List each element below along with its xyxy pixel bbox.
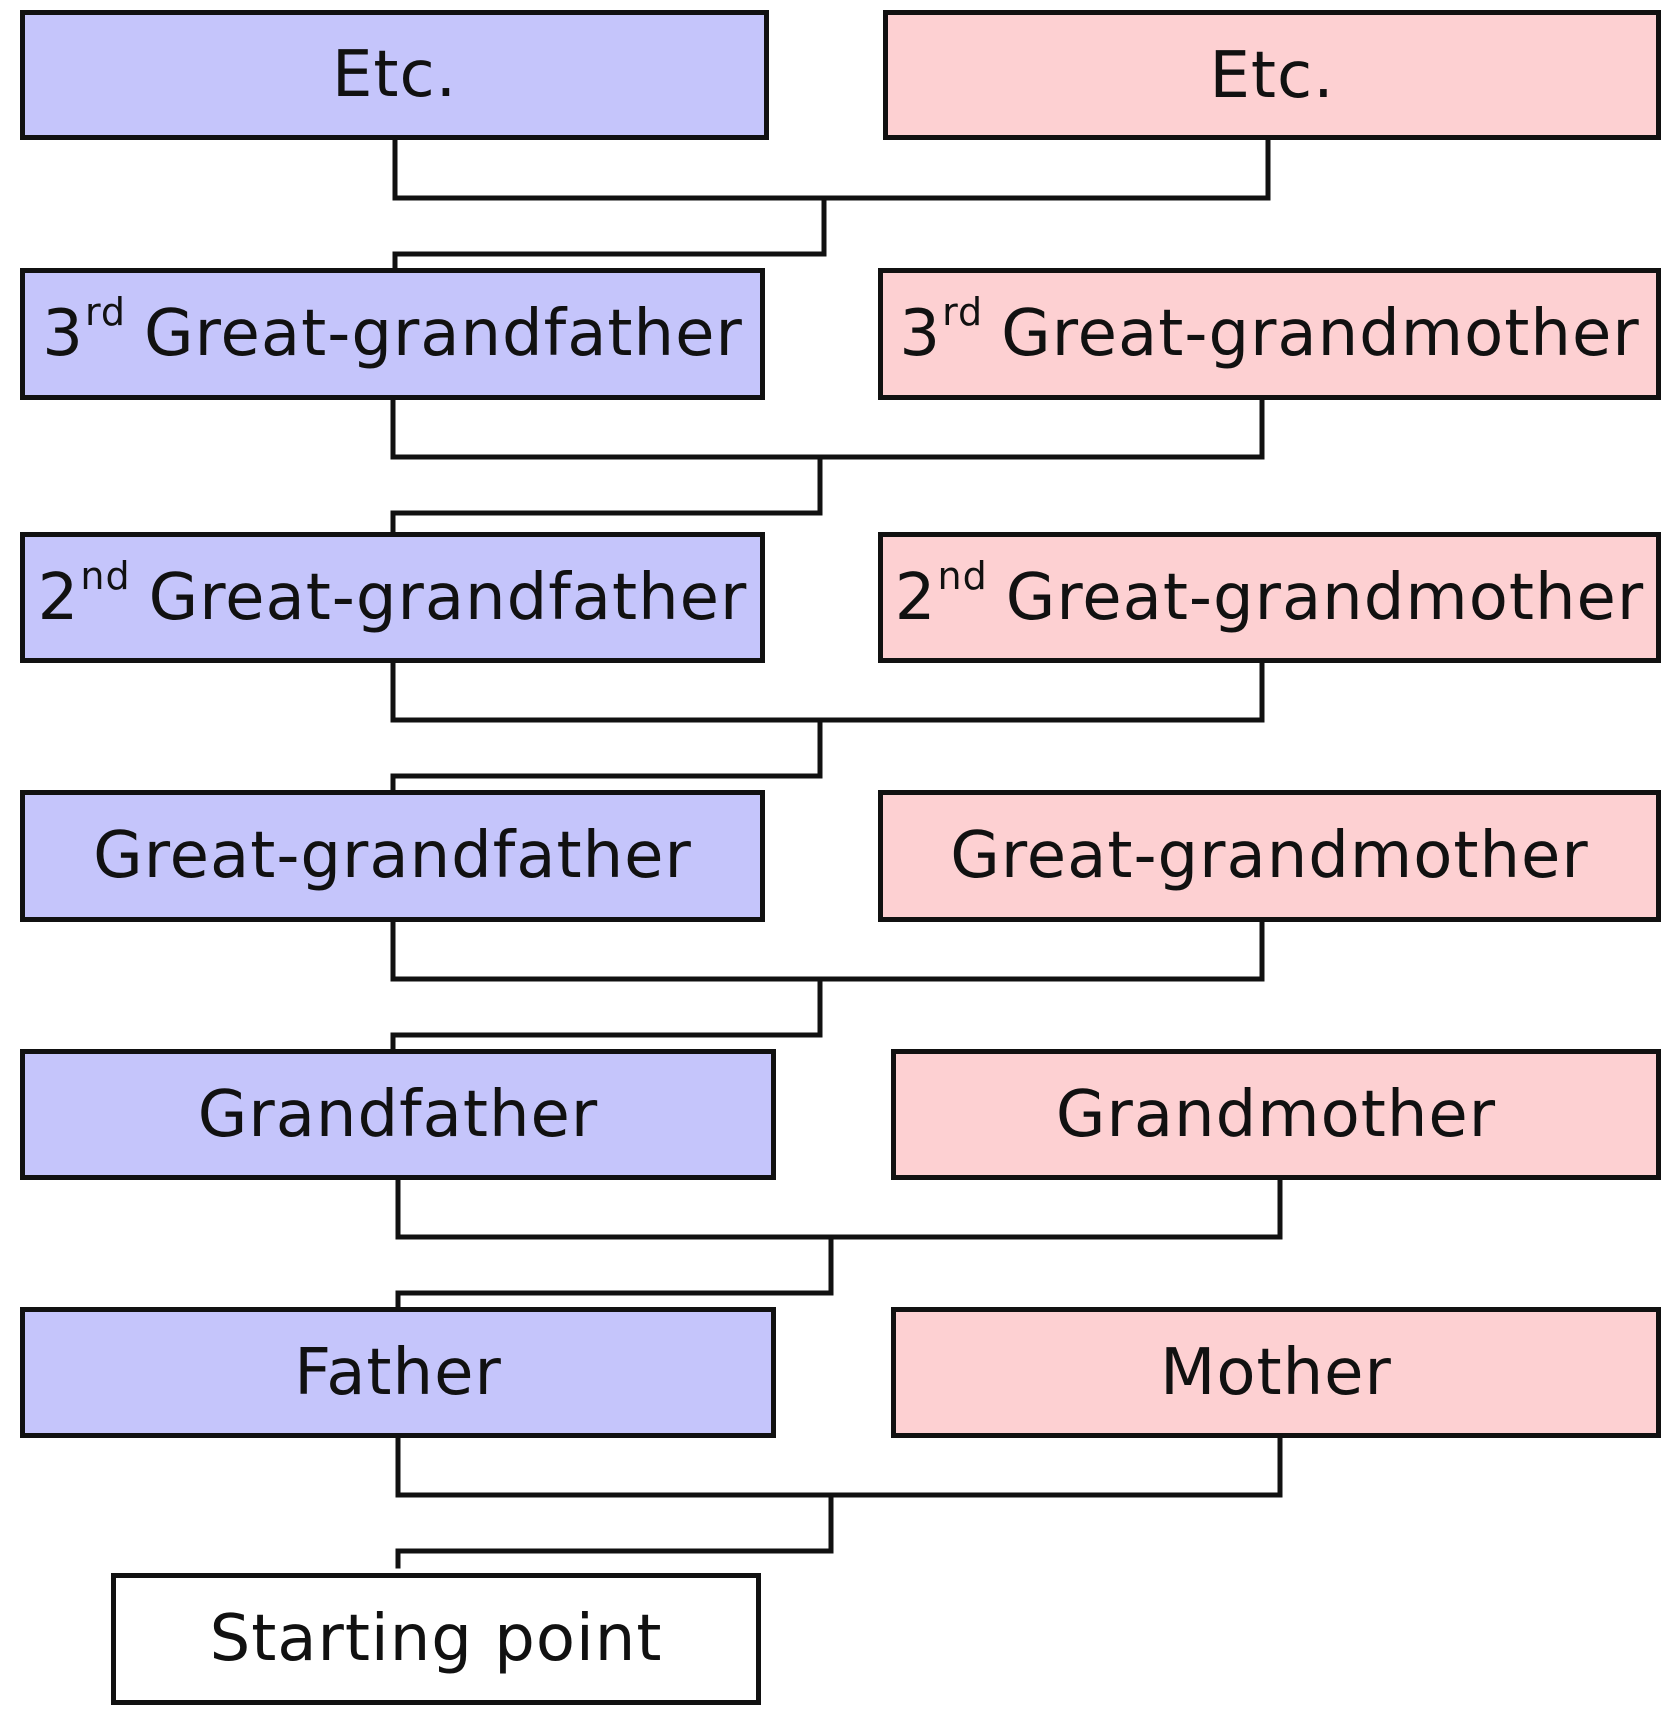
box-label: Starting point (209, 1602, 663, 1676)
ordinal-number: 2 (37, 560, 80, 635)
box-label: Mother (1160, 1335, 1392, 1410)
connector-parents-to-start (395, 1435, 1283, 1569)
connector-2nd-to-great (390, 660, 1265, 793)
box-label: Grandfather (197, 1077, 599, 1152)
connector-grand-to-parents (395, 1177, 1283, 1310)
ordinal-number: 3 (899, 297, 942, 371)
box-mother: Mother (891, 1307, 1661, 1438)
box-great-grandfather: Great-grandfather (20, 790, 765, 922)
box-father: Father (20, 1307, 776, 1438)
connector-etc-to-3rd (392, 137, 1271, 271)
box-label: Great-grandfather (148, 560, 748, 635)
ordinal-suffix: nd (80, 553, 131, 598)
box-etc-paternal: Etc. (20, 10, 769, 140)
ordinal-number: 2 (894, 560, 937, 635)
box-label: Great-grandfather (93, 819, 692, 893)
connector-3rd-to-2nd (390, 397, 1265, 533)
box-label: Etc. (331, 38, 458, 112)
box-etc-maternal: Etc. (883, 10, 1661, 140)
box-label: Father (294, 1335, 502, 1410)
box-label: Great-grandfather (144, 297, 743, 371)
ordinal-number: 3 (42, 297, 84, 371)
box-grandmother: Grandmother (891, 1049, 1661, 1180)
box-starting-point: Starting point (111, 1573, 761, 1705)
connector-great-to-grand (390, 919, 1265, 1052)
box-great-grandmother: Great-grandmother (878, 790, 1661, 922)
ordinal-suffix: rd (942, 290, 984, 334)
box-grandfather: Grandfather (20, 1049, 776, 1180)
box-label: Great-grandmother (1001, 297, 1640, 371)
box-label: Great-grandmother (950, 819, 1589, 893)
ordinal-suffix: nd (937, 553, 988, 598)
box-label: Great-grandmother (1005, 560, 1645, 635)
box-label: Grandmother (1055, 1077, 1497, 1152)
ordinal-suffix: rd (84, 290, 127, 334)
box-label: Etc. (1209, 39, 1335, 113)
